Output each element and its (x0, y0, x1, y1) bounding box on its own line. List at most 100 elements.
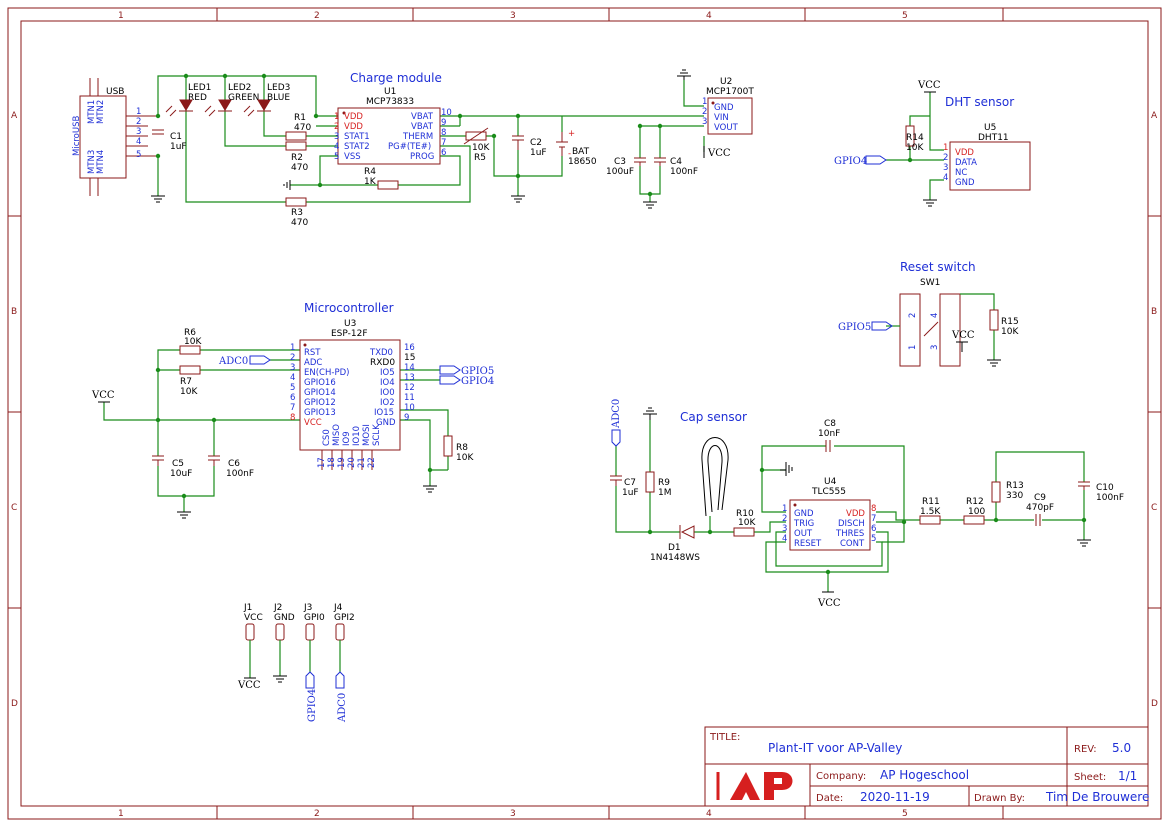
u3-pin-num: 21 (357, 457, 367, 468)
inner-frame (20, 20, 1149, 807)
battery-minus: - (568, 149, 571, 159)
bat-value: 18650 (568, 157, 597, 167)
cap-wires (615, 420, 1085, 592)
u1-pin-num: 5 (334, 152, 339, 162)
capacitor-c2: C2 1uF (512, 135, 547, 158)
r5-value: 10K (472, 143, 490, 153)
led-1: LED1 RED (165, 83, 211, 117)
usb-pin-num: 2 (136, 117, 141, 127)
sw1-pin-num: 4 (930, 313, 940, 318)
usb-pin-name: MTN1 (87, 100, 97, 124)
j1-value: VCC (244, 613, 263, 623)
vcc-label: VCC (707, 148, 731, 159)
sw1-pin-num: 1 (908, 345, 918, 350)
u3-pin: RST (304, 348, 321, 358)
u3-pin-num: 10 (404, 403, 415, 413)
u1-pin-num: 10 (441, 108, 452, 118)
c5-value: 10uF (170, 469, 192, 479)
u2-pin: GND (714, 103, 734, 113)
u4-pin-num: 8 (871, 504, 876, 514)
u2-pin: VIN (714, 113, 729, 123)
section-title-micro: Microcontroller (304, 301, 394, 315)
row-label: C (1151, 503, 1157, 513)
usb-connector: USB MicroUSB MTN1 MTN2 MTN3 MTN4 1 2 3 4… (72, 78, 158, 196)
ic-u2: U2 MCP1700T GND VIN VOUT 1 2 3 (702, 77, 754, 135)
r10-ref: R10 (736, 509, 754, 519)
u3-pin: IO2 (380, 398, 395, 408)
u1-pin: VDD (344, 122, 363, 132)
u3-value: ESP-12F (331, 329, 368, 339)
u3-pin: IO0 (380, 388, 395, 398)
ground-symbol (511, 195, 525, 203)
u3-pin-num: 9 (404, 413, 409, 423)
u3-pin-num: 12 (404, 383, 415, 393)
u1-pin: VDD (344, 112, 363, 122)
c10-value: 100nF (1096, 493, 1124, 503)
outer-frame (7, 7, 1162, 820)
gpio5-label: GPIO5 (838, 322, 871, 333)
frame-col-labels: 1 2 3 4 5 1 2 3 4 5 A B C D A B C D (11, 11, 1158, 819)
u1-pin: PG#(TE#) (388, 142, 431, 152)
ic-u3: U3 ESP-12F RST ADC EN(CH-PD) GPIO16 GPIO… (290, 319, 415, 470)
led-3: LED3 BLUE (243, 83, 290, 117)
u3-pin: GPIO14 (304, 388, 336, 398)
u4-pin: TRIG (793, 519, 814, 529)
ground-symbol (923, 199, 937, 207)
vcc-symbol: VCC (91, 390, 115, 403)
u1-pin: STAT1 (344, 132, 370, 142)
r7-value: 10K (180, 387, 198, 397)
u5-pin-num: 2 (943, 153, 948, 163)
usb-pin-name: MTN4 (96, 150, 106, 174)
usb-pin-num: 1 (136, 107, 141, 117)
col-label: 4 (706, 11, 712, 21)
drawn-label: Drawn By: (974, 793, 1025, 804)
u1-pin: PROG (410, 152, 434, 162)
u3-pin: EN(CH-PD) (304, 368, 349, 378)
adc0-port: ADC0 (611, 399, 622, 447)
ground-symbol (643, 201, 657, 209)
col-label: 2 (314, 809, 320, 819)
r5-ref: R5 (474, 153, 486, 163)
col-label: 3 (510, 809, 516, 819)
u4-pin-num: 4 (782, 534, 787, 544)
connector-j1: J1 VCC VCC (237, 603, 263, 691)
ground-symbol (780, 462, 793, 476)
sw1-ref: SW1 (920, 278, 940, 288)
u3-pin: IO15 (374, 408, 394, 418)
u3-pin-num: 13 (404, 373, 415, 383)
u1-pin-num: 2 (334, 122, 339, 132)
r15-ref: R15 (1001, 317, 1019, 327)
u5-pin: GND (955, 178, 975, 188)
u3-pin-num: 4 (290, 373, 295, 383)
gpio5-port: GPIO5 (439, 365, 494, 377)
u3-pin: SCLK (372, 424, 382, 446)
c1-value: 1uF (170, 142, 187, 152)
date-label: Date: (816, 793, 843, 804)
u3-pin: ADC (304, 358, 322, 368)
col-label: 4 (706, 809, 712, 819)
drawn-value: Tim De Brouwere (1045, 790, 1149, 804)
section-title-cap: Cap sensor (680, 410, 747, 424)
u4-pin-num: 7 (871, 514, 876, 524)
j4-value: GPI2 (334, 613, 355, 623)
r13-ref: R13 (1006, 481, 1024, 491)
usb-pin-num: 3 (136, 127, 141, 137)
c5-ref: C5 (172, 459, 184, 469)
ground-symbol (677, 69, 691, 80)
u1-pin: VBAT (411, 122, 434, 132)
u1-pin: VBAT (411, 112, 434, 122)
col-label: 1 (118, 809, 124, 819)
switch-sw1: SW1 2 4 1 3 (899, 278, 961, 367)
u4-value: TLC555 (811, 487, 846, 497)
u3-pin: MOSI (362, 424, 372, 446)
r13-value: 330 (1006, 491, 1023, 501)
u3-pin: VCC (304, 418, 322, 428)
u5-pin-num: 3 (943, 163, 948, 173)
